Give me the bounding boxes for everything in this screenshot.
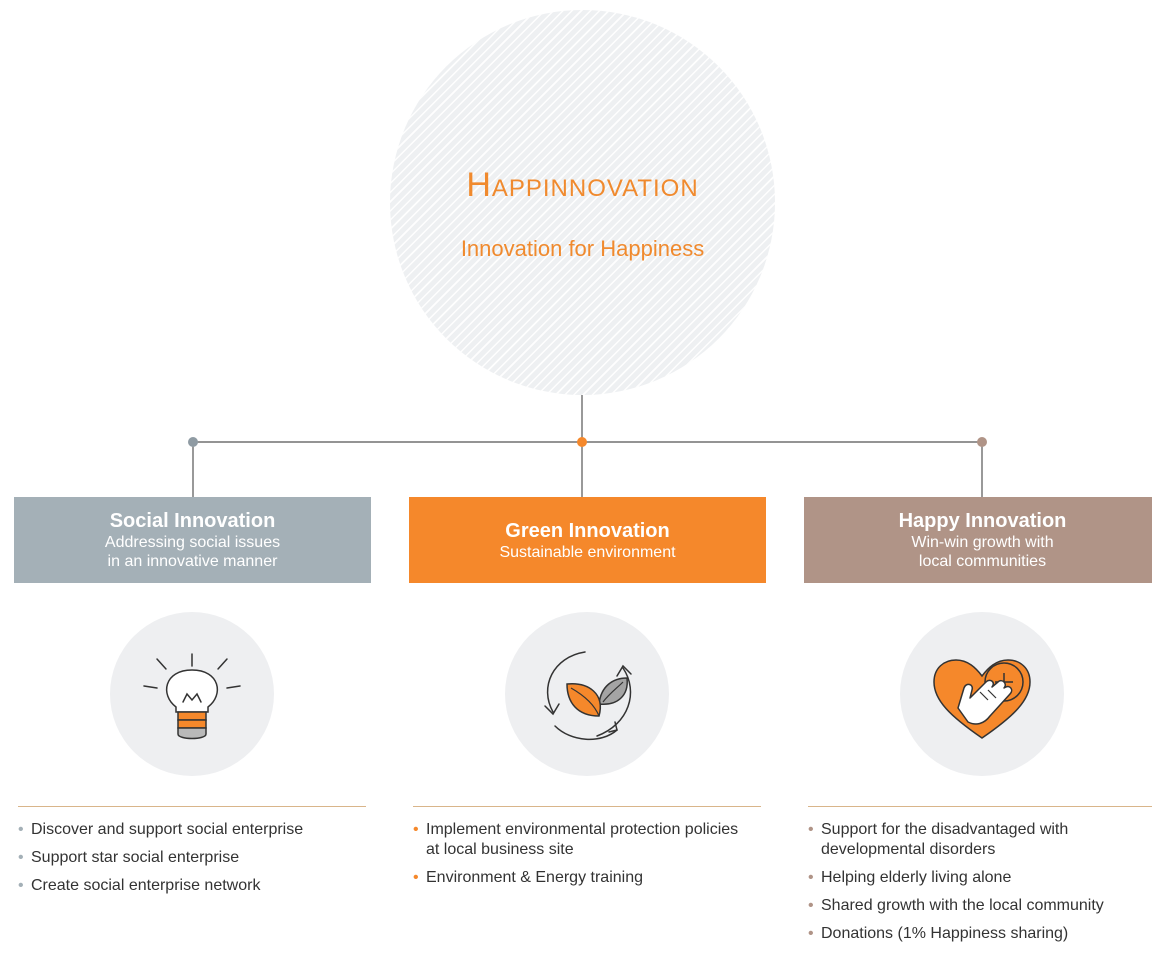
- connector-node-green: [577, 437, 587, 447]
- pillar-desc-line1: Win-win growth with: [911, 534, 1054, 551]
- list-item-text: Implement environmental protection polic…: [426, 821, 739, 858]
- pillar-desc-line2: in an innovative manner: [107, 553, 278, 570]
- list-item-text: Helping elderly living alone: [821, 869, 1012, 886]
- social-innovation-box: Social Innovation Addressing social issu…: [14, 497, 371, 583]
- pillar-desc-line2: local communities: [918, 553, 1047, 570]
- connector-node-social: [188, 437, 198, 447]
- list-item: •Support star social enterprise: [18, 849, 240, 866]
- divider: [18, 806, 366, 807]
- list-item-text: Environment & Energy training: [426, 869, 643, 886]
- connector-node-happy: [977, 437, 987, 447]
- list-item: •Create social enterprise network: [18, 877, 261, 894]
- list-item-text: Discover and support social enterprise: [31, 821, 304, 838]
- list-item: •Discover and support social enterprise: [18, 821, 304, 838]
- list-item: •Shared growth with the local community: [808, 897, 1104, 914]
- list-item-text: Shared growth with the local community: [821, 897, 1104, 914]
- pillar-desc-line1: Addressing social issues: [104, 534, 281, 551]
- lightbulb-icon: [110, 612, 274, 776]
- leaf-recycle-icon: [505, 612, 669, 776]
- list-item: •Helping elderly living alone: [808, 869, 1012, 886]
- pillar-title: Social Innovation: [109, 510, 276, 532]
- hero: Happinnovation Innovation for Happiness: [0, 0, 1152, 400]
- green-innovation-box: Green Innovation Sustainable environment: [409, 497, 766, 583]
- divider: [808, 806, 1152, 807]
- list-item-text: Support star social enterprise: [31, 849, 240, 866]
- hero-subtitle: Innovation for Happiness: [460, 236, 705, 261]
- hero-title: Happinnovation: [466, 166, 699, 204]
- happy-innovation-box: Happy Innovation Win-win growth with loc…: [804, 497, 1152, 583]
- list-item-text: Create social enterprise network: [31, 877, 261, 894]
- list-item-text: Support for the disadvantaged with devel…: [821, 821, 1069, 858]
- social-innovation-list: •Discover and support social enterprise …: [18, 820, 366, 904]
- list-item: •Environment & Energy training: [413, 869, 643, 886]
- list-item: •Support for the disadvantaged with deve…: [808, 821, 1069, 858]
- list-item: •Donations (1% Happiness sharing): [808, 925, 1069, 942]
- green-innovation-list: •Implement environmental protection poli…: [413, 820, 753, 896]
- list-item-text: Donations (1% Happiness sharing): [821, 925, 1069, 942]
- pillar-desc-line1: Sustainable environment: [499, 543, 676, 561]
- divider: [413, 806, 761, 807]
- pillar-title: Green Innovation: [505, 519, 670, 542]
- happy-innovation-list: •Support for the disadvantaged with deve…: [808, 820, 1152, 952]
- heart-hand-icon: [900, 612, 1064, 776]
- hero-circle: [390, 10, 775, 395]
- pillar-title: Happy Innovation: [898, 510, 1067, 532]
- list-item: •Implement environmental protection poli…: [413, 821, 739, 858]
